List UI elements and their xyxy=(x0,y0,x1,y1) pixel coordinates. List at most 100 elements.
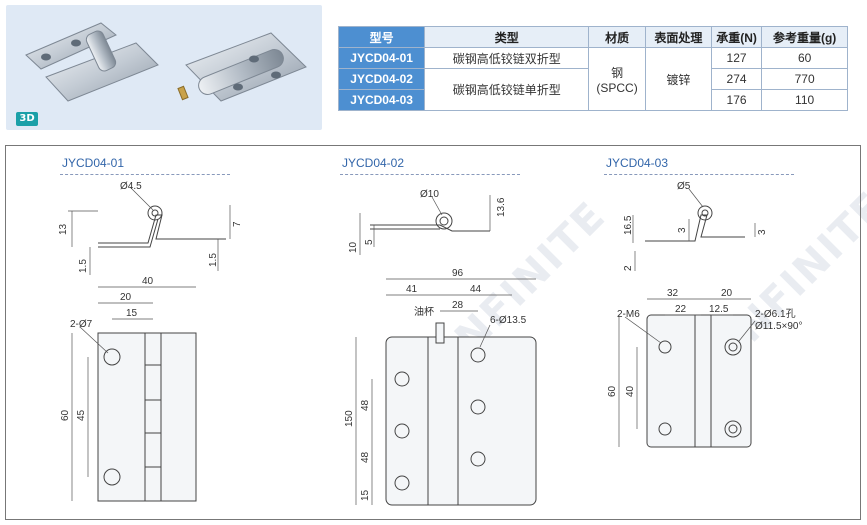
dim-label: 13.6 xyxy=(496,197,507,217)
cell-finish: 镀锌 xyxy=(644,47,712,111)
dim-label: 13 xyxy=(58,223,69,235)
dim-label: 5 xyxy=(364,239,375,245)
dim-label: 45 xyxy=(76,409,87,421)
hinge-knuckle xyxy=(427,336,459,506)
part-title-01: JYCD04-01 xyxy=(62,156,125,170)
mount-hole xyxy=(724,420,742,438)
dim-label: Ø5 xyxy=(677,181,691,192)
dim-label: 28 xyxy=(452,300,464,311)
product-photo: 3D xyxy=(6,5,322,130)
dim-label: 20 xyxy=(120,292,132,303)
cell-model: JYCD04-01 xyxy=(337,47,426,69)
knuckle xyxy=(147,205,163,221)
side-profile xyxy=(98,214,226,244)
oil-cup xyxy=(435,322,445,344)
dim-label: 44 xyxy=(470,284,482,295)
cell-model: JYCD04-02 xyxy=(337,68,426,90)
dim-label: 2-Ø7 xyxy=(70,319,93,330)
material-line2: (SPCC) xyxy=(596,80,638,95)
hinge-3d-render xyxy=(25,22,307,102)
header-material: 材质 xyxy=(588,26,646,48)
dim-label: Ø10 xyxy=(420,189,439,200)
cell-weight: 110 xyxy=(761,89,848,111)
cell-weight: 770 xyxy=(761,68,848,90)
oil-cup-label: 油杯 xyxy=(414,305,434,318)
mount-hole xyxy=(658,422,672,436)
dim-label: 12.5 xyxy=(709,304,729,315)
table-row: JYCD04-03 176 110 xyxy=(337,89,848,111)
dim-label: 7 xyxy=(232,221,243,227)
drawing-jycd04-03: Ø5 16.5 3 3 2 32 20 22 12.5 2-M6 2-Ø6.1孔… xyxy=(607,181,802,448)
dim-label: 2-Ø6.1孔 xyxy=(755,308,796,320)
cell-type: 碳钢高低铰链双折型 xyxy=(424,47,590,69)
header-type: 类型 xyxy=(424,26,590,48)
mount-hole xyxy=(724,338,742,356)
cell-weight: 60 xyxy=(761,47,848,69)
dim-label: 2-M6 xyxy=(617,309,640,320)
hinge-leaf xyxy=(385,336,537,506)
mount-hole xyxy=(394,475,410,491)
dim-label: 48 xyxy=(360,399,371,411)
dim-label: 41 xyxy=(406,284,418,295)
cell-load: 127 xyxy=(710,47,763,69)
dim-label: 1.5 xyxy=(208,253,219,267)
divider xyxy=(60,174,230,175)
dim-label: 10 xyxy=(348,241,359,253)
cell-material: 钢 (SPCC) xyxy=(588,47,646,111)
dim-label: 2 xyxy=(623,265,634,271)
spec-table: 型号 类型 材质 表面处理 承重(N) 参考重量(g) JYCD04-01 碳钢… xyxy=(337,26,848,111)
dim-label: 40 xyxy=(625,385,636,397)
dim-label: 32 xyxy=(667,288,679,299)
cell-load: 274 xyxy=(710,68,763,90)
drawing-jycd04-01: Ø4.5 13 7 1.5 1.5 40 20 15 2-Ø7 60 45 xyxy=(58,181,243,502)
dim-label: Ø11.5×90° xyxy=(755,321,802,332)
dim-label: 15 xyxy=(126,308,138,319)
mount-hole xyxy=(658,340,672,354)
mount-hole xyxy=(470,347,486,363)
knuckle xyxy=(435,212,453,230)
dim-label: 60 xyxy=(60,409,71,421)
dim-label: 16.5 xyxy=(623,215,634,235)
dim-label: 15 xyxy=(360,489,371,501)
table-row: JYCD04-02 碳钢高低铰链单折型 274 770 xyxy=(337,68,848,111)
drawing-jycd04-02: Ø10 13.6 10 5 96 41 44 28 油杯 6-Ø13.5 150… xyxy=(344,189,537,506)
cell-type: 碳钢高低铰链单折型 xyxy=(424,68,590,111)
dim-label: 40 xyxy=(142,276,154,287)
dim-label: 60 xyxy=(607,385,618,397)
badge-3d: 3D xyxy=(16,112,38,126)
knuckle xyxy=(697,205,713,221)
table-row: JYCD04-01 碳钢高低铰链双折型 钢 (SPCC) 镀锌 127 60 xyxy=(337,47,848,111)
mount-hole xyxy=(470,399,486,415)
hinge-knuckle xyxy=(694,314,712,448)
material-line1: 钢 xyxy=(611,65,624,80)
dim-label: 96 xyxy=(452,268,464,279)
drawing-frame xyxy=(5,145,861,520)
table-header-row: 型号 类型 材质 表面处理 承重(N) 参考重量(g) xyxy=(337,26,848,48)
divider xyxy=(340,174,520,175)
dim-label: Ø4.5 xyxy=(120,181,142,192)
header-weight: 参考重量(g) xyxy=(761,26,848,48)
side-profile xyxy=(645,214,745,242)
header-load: 承重(N) xyxy=(710,26,763,48)
dim-label: 48 xyxy=(360,451,371,463)
header-finish: 表面处理 xyxy=(644,26,712,48)
dim-label: 150 xyxy=(344,410,355,427)
side-profile xyxy=(370,224,490,232)
dim-label: 3 xyxy=(757,229,768,235)
dim-label: 1.5 xyxy=(78,259,89,273)
cell-model: JYCD04-03 xyxy=(337,89,426,111)
part-title-02: JYCD04-02 xyxy=(342,156,405,170)
part-title-03: JYCD04-03 xyxy=(606,156,669,170)
dim-label: 3 xyxy=(677,227,688,233)
mount-hole xyxy=(394,423,410,439)
mount-hole xyxy=(103,348,121,366)
dim-label: 20 xyxy=(721,288,733,299)
cell-load: 176 xyxy=(710,89,763,111)
mount-hole xyxy=(394,371,410,387)
mount-hole xyxy=(103,468,121,486)
dim-label: 22 xyxy=(675,304,687,315)
divider xyxy=(604,174,794,175)
dim-label: 6-Ø13.5 xyxy=(490,315,527,326)
header-model: 型号 xyxy=(337,26,426,48)
mount-hole xyxy=(470,451,486,467)
